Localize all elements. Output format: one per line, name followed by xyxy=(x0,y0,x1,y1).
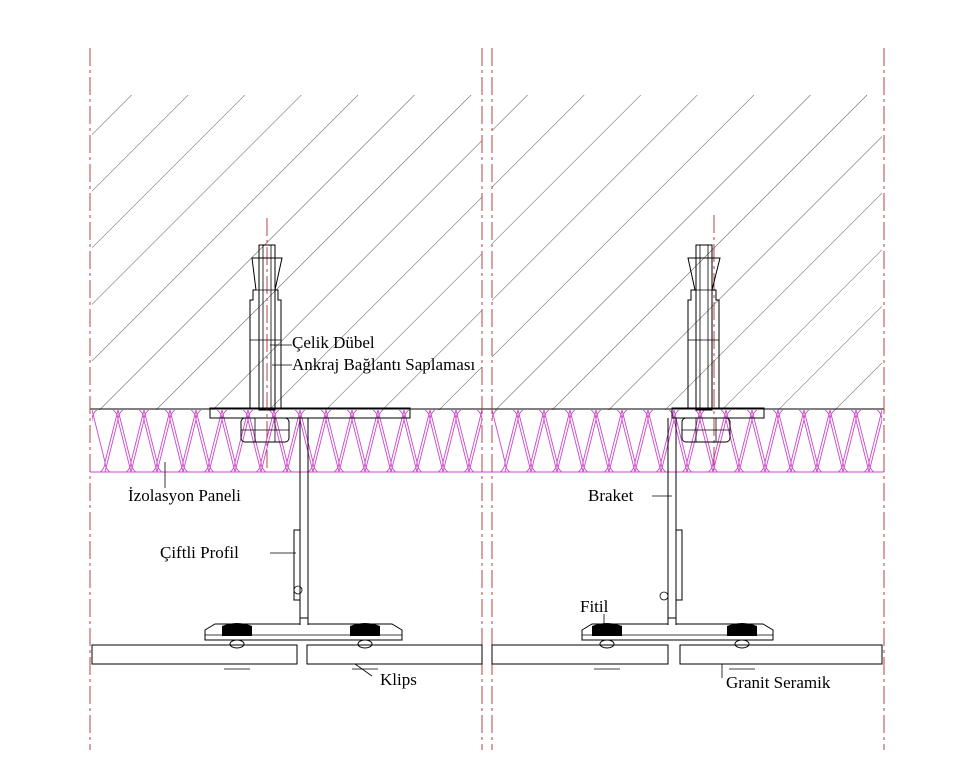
label-granit: Granit Seramik xyxy=(726,673,831,692)
label-izolasyon: İzolasyon Paneli xyxy=(128,486,241,505)
label-klips: Klips xyxy=(380,670,417,689)
anchor-left xyxy=(209,244,411,443)
label-celik-dubel: Çelik Dübel xyxy=(292,333,375,352)
bracket-left xyxy=(204,418,403,641)
double-profile-left xyxy=(293,529,301,601)
clip-left-a xyxy=(222,623,252,670)
clip-right-a xyxy=(592,623,622,670)
label-fitil: Fitil xyxy=(580,597,609,616)
granite-panels xyxy=(91,644,883,665)
clip-left-b xyxy=(350,623,380,670)
label-ciftli-profil: Çiftli Profil xyxy=(160,543,239,562)
insulation-left xyxy=(92,410,482,472)
label-braket: Braket xyxy=(588,486,634,505)
leader-lines xyxy=(164,344,723,678)
clip-right-b xyxy=(727,623,757,670)
wall-right xyxy=(492,95,882,410)
wall-left xyxy=(92,95,482,410)
anchor-right xyxy=(671,244,765,443)
insulation-right xyxy=(492,410,882,472)
wall-plate-left xyxy=(209,407,411,419)
label-ankraj: Ankraj Bağlantı Saplaması xyxy=(292,355,475,374)
